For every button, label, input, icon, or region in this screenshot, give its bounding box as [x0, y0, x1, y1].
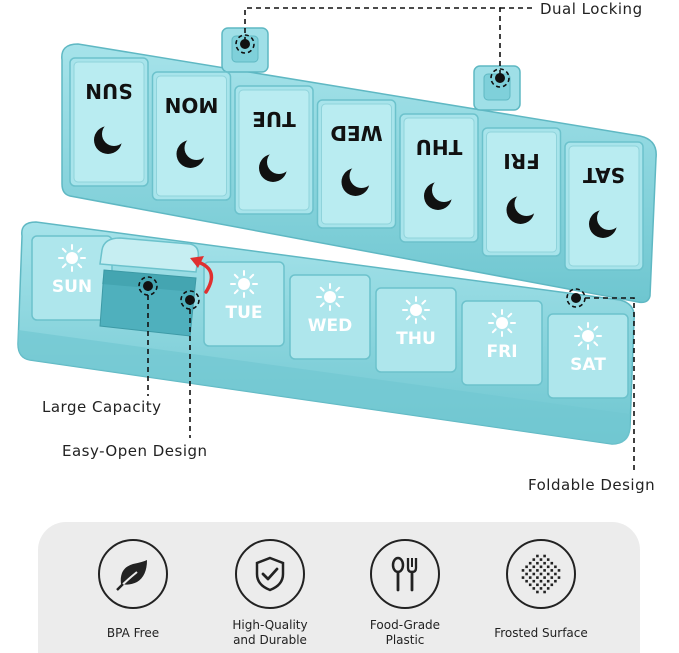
leaf-icon	[98, 539, 168, 609]
sun-icon	[316, 283, 344, 311]
upper-compartment: SAT	[564, 141, 644, 271]
feature-food-grade: Food-Grade Plastic	[348, 522, 468, 653]
upper-compartments: SUN MON TUE WED THU FRI SAT	[69, 57, 644, 271]
upper-compartment: MON	[151, 71, 232, 201]
callout-easy-open: Easy-Open Design	[62, 442, 208, 460]
lock-tab-right	[473, 65, 521, 111]
lower-day-label: SUN	[52, 277, 92, 297]
lower-day-label: SAT	[570, 355, 606, 375]
callout-foldable: Foldable Design	[528, 476, 656, 494]
lower-day-label: TUE	[225, 303, 262, 323]
sun-icon	[230, 270, 258, 298]
moon-icon	[424, 178, 456, 210]
upper-day-label: SUN	[85, 79, 132, 103]
lower-day-label: WED	[308, 316, 352, 336]
upper-compartment: FRI	[481, 127, 562, 257]
moon-icon	[259, 150, 291, 182]
feature-frosted-surface: Frosted Surface	[484, 522, 604, 653]
feature-label: High-Quality and Durable	[232, 618, 308, 647]
sun-icon	[58, 244, 86, 272]
feature-bpa-free: BPA Free	[76, 522, 196, 653]
lower-day-label: FRI	[486, 342, 517, 362]
lower-compartment: TUE	[203, 261, 285, 347]
moon-icon	[589, 206, 621, 238]
moon-icon	[94, 122, 126, 154]
moon-icon	[176, 136, 209, 168]
moon-icon	[341, 164, 374, 196]
spoon-fork-icon	[370, 539, 440, 609]
feature-label: BPA Free	[106, 626, 160, 640]
feature-label: Frosted Surface	[494, 626, 588, 640]
feature-label: Food-Grade Plastic	[369, 618, 441, 647]
upper-day-label: SAT	[583, 163, 625, 187]
upper-day-label: THU	[416, 135, 463, 159]
callout-markers	[138, 34, 586, 310]
shield-check-icon	[235, 539, 305, 609]
upper-compartment: TUE	[234, 85, 314, 215]
features-panel: BPA Free High-Quality and Durable	[38, 522, 640, 653]
upper-compartment: WED	[316, 99, 397, 229]
feature-high-quality: High-Quality and Durable	[213, 522, 333, 653]
sun-icon	[488, 309, 516, 337]
lower-compartment: FRI	[461, 300, 543, 386]
callout-large-capacity: Large Capacity	[42, 398, 162, 416]
upper-day-label: TUE	[252, 107, 296, 131]
moon-icon	[506, 192, 539, 224]
frosted-pattern-icon	[506, 539, 576, 609]
upper-day-label: MON	[165, 93, 219, 117]
lower-compartments: SUN TUE WED THU FRI SAT	[31, 235, 629, 399]
upper-compartment: THU	[399, 113, 479, 243]
sun-icon	[402, 296, 430, 324]
lower-compartment: WED	[289, 274, 371, 360]
upper-day-label: WED	[330, 121, 382, 145]
lower-compartment: THU	[375, 287, 457, 373]
lower-compartment: SAT	[547, 313, 629, 399]
lower-day-label: THU	[396, 329, 436, 349]
callout-dual-locking: Dual Locking	[540, 0, 643, 18]
lower-compartment: SUN	[31, 235, 113, 321]
sun-icon	[574, 322, 602, 350]
upper-day-label: FRI	[503, 149, 540, 173]
upper-compartment: SUN	[69, 57, 149, 187]
